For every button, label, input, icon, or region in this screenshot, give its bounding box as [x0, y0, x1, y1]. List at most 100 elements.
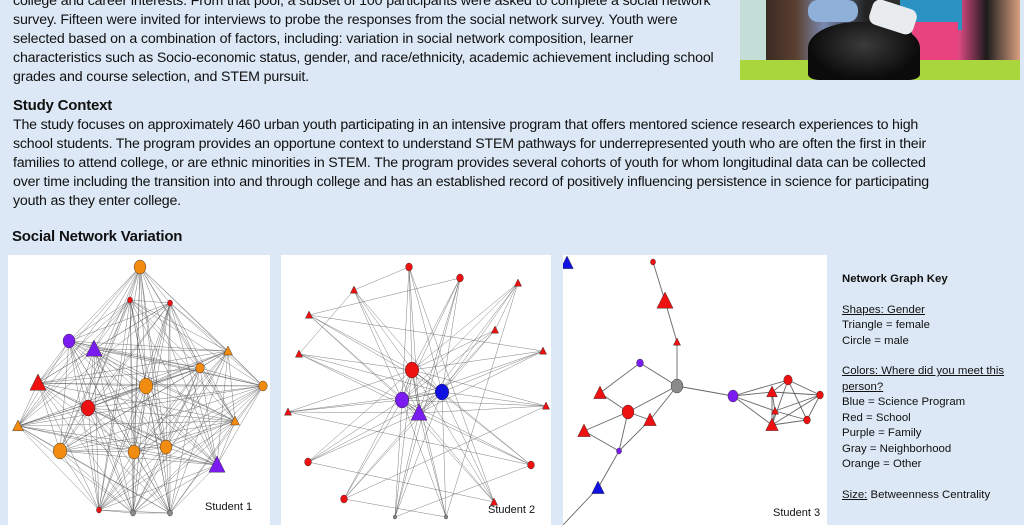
network-edge: [583, 430, 620, 452]
network-edge: [17, 302, 171, 427]
network-edge: [37, 299, 131, 384]
network-edge: [87, 385, 264, 409]
network-graph-key: Network Graph Key Shapes: Gender Triangl…: [842, 272, 1022, 503]
male-node-circle-icon: [96, 506, 102, 514]
female-node-triangle-icon: [230, 415, 240, 426]
network-edge: [169, 302, 264, 387]
network-edge: [59, 348, 95, 452]
network-edge: [133, 451, 171, 514]
network-edge: [287, 391, 443, 413]
network-edge: [98, 446, 167, 511]
network-edge: [132, 464, 218, 514]
network-edge: [129, 299, 264, 387]
network-edge: [394, 391, 443, 518]
female-node-triangle-icon: [305, 310, 313, 319]
network-edge: [649, 385, 678, 421]
network-edge: [441, 391, 495, 503]
network-edge: [165, 446, 218, 466]
network-edge: [169, 302, 229, 352]
network-edge: [59, 407, 89, 452]
network-edge: [627, 385, 678, 413]
network-edge: [68, 340, 147, 387]
network-edge: [411, 369, 547, 407]
network-edge: [771, 419, 808, 426]
network-edge: [165, 446, 171, 514]
male-node-circle-icon: [434, 383, 449, 401]
female-node-triangle-icon: [490, 497, 498, 506]
network-edge: [401, 277, 461, 401]
network-edge: [597, 450, 620, 489]
network-edge: [17, 266, 141, 427]
network-edge: [59, 450, 135, 453]
network-edge: [343, 399, 403, 500]
network-edge: [394, 277, 461, 518]
network-edge: [199, 367, 236, 422]
network-edge: [93, 348, 171, 514]
network-edge: [93, 348, 264, 387]
network-edge: [145, 385, 236, 422]
network-edge: [87, 348, 95, 409]
network-edge: [216, 385, 264, 466]
study-context-heading: Study Context: [13, 97, 113, 114]
network-edge: [87, 407, 100, 511]
network-edge: [133, 367, 201, 453]
network-edge: [145, 385, 167, 448]
network-edge: [98, 385, 264, 511]
male-node-circle-icon: [393, 514, 397, 520]
network-edge: [806, 394, 821, 421]
network-edge: [93, 299, 131, 350]
network-edge: [732, 379, 789, 397]
network-edge: [169, 420, 236, 514]
network-edge: [17, 299, 131, 427]
network-edge: [298, 353, 443, 393]
network-edge: [17, 425, 218, 466]
male-node-circle-icon: [404, 361, 419, 379]
context-line: over time including the transition into …: [13, 174, 929, 190]
network-edge: [418, 412, 447, 518]
network-edge: [93, 348, 236, 422]
network-graph-svg: [12, 259, 268, 517]
network-edge: [139, 266, 236, 422]
network-edge: [298, 289, 355, 355]
network-edge: [771, 394, 821, 426]
network-edge: [37, 382, 218, 466]
network-edge: [308, 314, 413, 371]
network-edge: [774, 410, 808, 421]
female-node-triangle-icon: [542, 401, 550, 410]
network-edge: [17, 425, 100, 511]
female-node-triangle-icon: [771, 406, 779, 415]
network-edge: [308, 314, 544, 352]
network-edge: [234, 385, 264, 422]
network-edge: [394, 464, 532, 518]
network-edge: [17, 340, 70, 427]
context-line: youth as they enter college.: [13, 193, 181, 209]
male-node-circle-icon: [621, 404, 635, 420]
network-graph-svg: [563, 255, 824, 525]
network-edge: [17, 385, 264, 427]
intro-line: college and career interests. From that …: [13, 0, 711, 9]
network-edge: [132, 266, 141, 514]
network-edge: [132, 446, 167, 514]
male-node-circle-icon: [130, 509, 136, 517]
intro-line: survey. Fifteen were invited for intervi…: [13, 12, 678, 28]
network-edge: [132, 451, 135, 514]
network-edge: [87, 407, 167, 448]
network-edge: [133, 302, 171, 453]
female-node-triangle-icon: [577, 423, 591, 437]
intro-line: characteristics such as Socio-economic s…: [13, 50, 714, 66]
network-edge: [394, 412, 420, 518]
network-edge: [59, 450, 171, 514]
key-colors-label: Colors: Where did you meet this person?: [842, 365, 1005, 393]
graph-caption: Student 2: [488, 504, 536, 516]
network-edge: [676, 385, 734, 397]
network-edge: [93, 348, 218, 466]
network-edge: [408, 266, 413, 371]
network-edge: [639, 362, 678, 387]
network-edge: [418, 277, 461, 414]
male-node-circle-icon: [340, 494, 348, 504]
key-size-row: Size: Betweenness Centrality: [842, 488, 1022, 504]
network-edge: [68, 302, 171, 342]
network-edge: [169, 302, 201, 369]
female-node-triangle-icon: [29, 373, 47, 391]
network-edge: [774, 394, 821, 412]
